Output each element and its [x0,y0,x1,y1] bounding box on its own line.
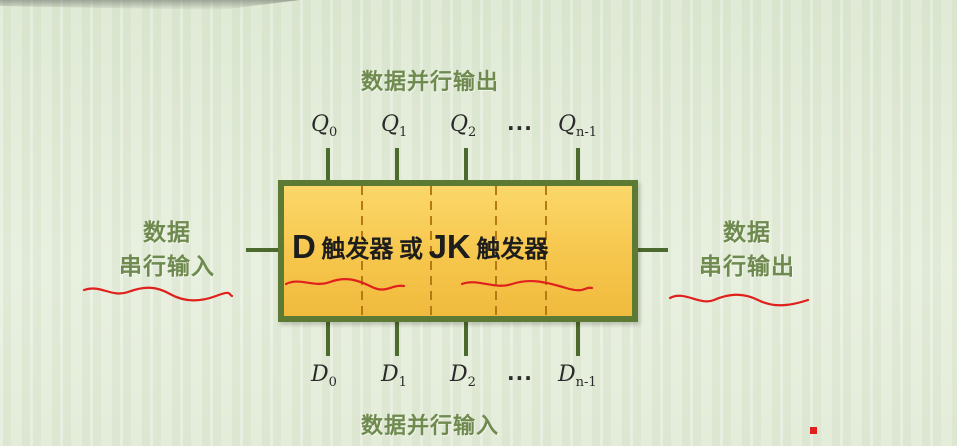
output-qn: Qn-1 [558,112,598,140]
output-q1: Q1 [381,112,408,140]
output-q2: Q2 [450,112,477,140]
flip-flop-label: D 触发器 或 JK 触发器 [292,228,632,266]
serial-input-line2: 串行输入 [119,254,215,280]
underline-jk-trigger [460,279,594,292]
serial-input-label: 数据 串行输入 [92,216,242,284]
serial-output-line1: 数据 [723,220,771,246]
input-ellipsis: ··· [507,366,533,390]
input-d0: D0 [311,362,337,390]
trigger-word-1: 触发器 [321,235,394,263]
input-dn: Dn-1 [558,362,597,390]
underline-d-trigger [284,278,406,291]
or-word: 或 [399,235,423,263]
parallel-input-label: 数据并行输入 [361,414,500,439]
serial-input-line1: 数据 [143,220,191,246]
input-d1: D1 [381,362,407,390]
jk-letters: JK [428,228,471,265]
output-ellipsis: ··· [507,116,533,140]
trigger-word-2: 触发器 [476,235,549,263]
output-q0: Q0 [311,112,338,140]
laser-pointer-dot [810,427,817,434]
underline-serial-output [668,293,810,307]
flip-flop-block [278,180,638,322]
d-letter: D [292,228,316,265]
underline-serial-input [82,286,234,302]
input-d2: D2 [450,362,476,390]
top-edge-shadow [0,0,300,10]
serial-output-line2: 串行输出 [699,254,795,280]
parallel-output-label: 数据并行输出 [361,70,500,95]
serial-output-label: 数据 串行输出 [672,216,822,284]
